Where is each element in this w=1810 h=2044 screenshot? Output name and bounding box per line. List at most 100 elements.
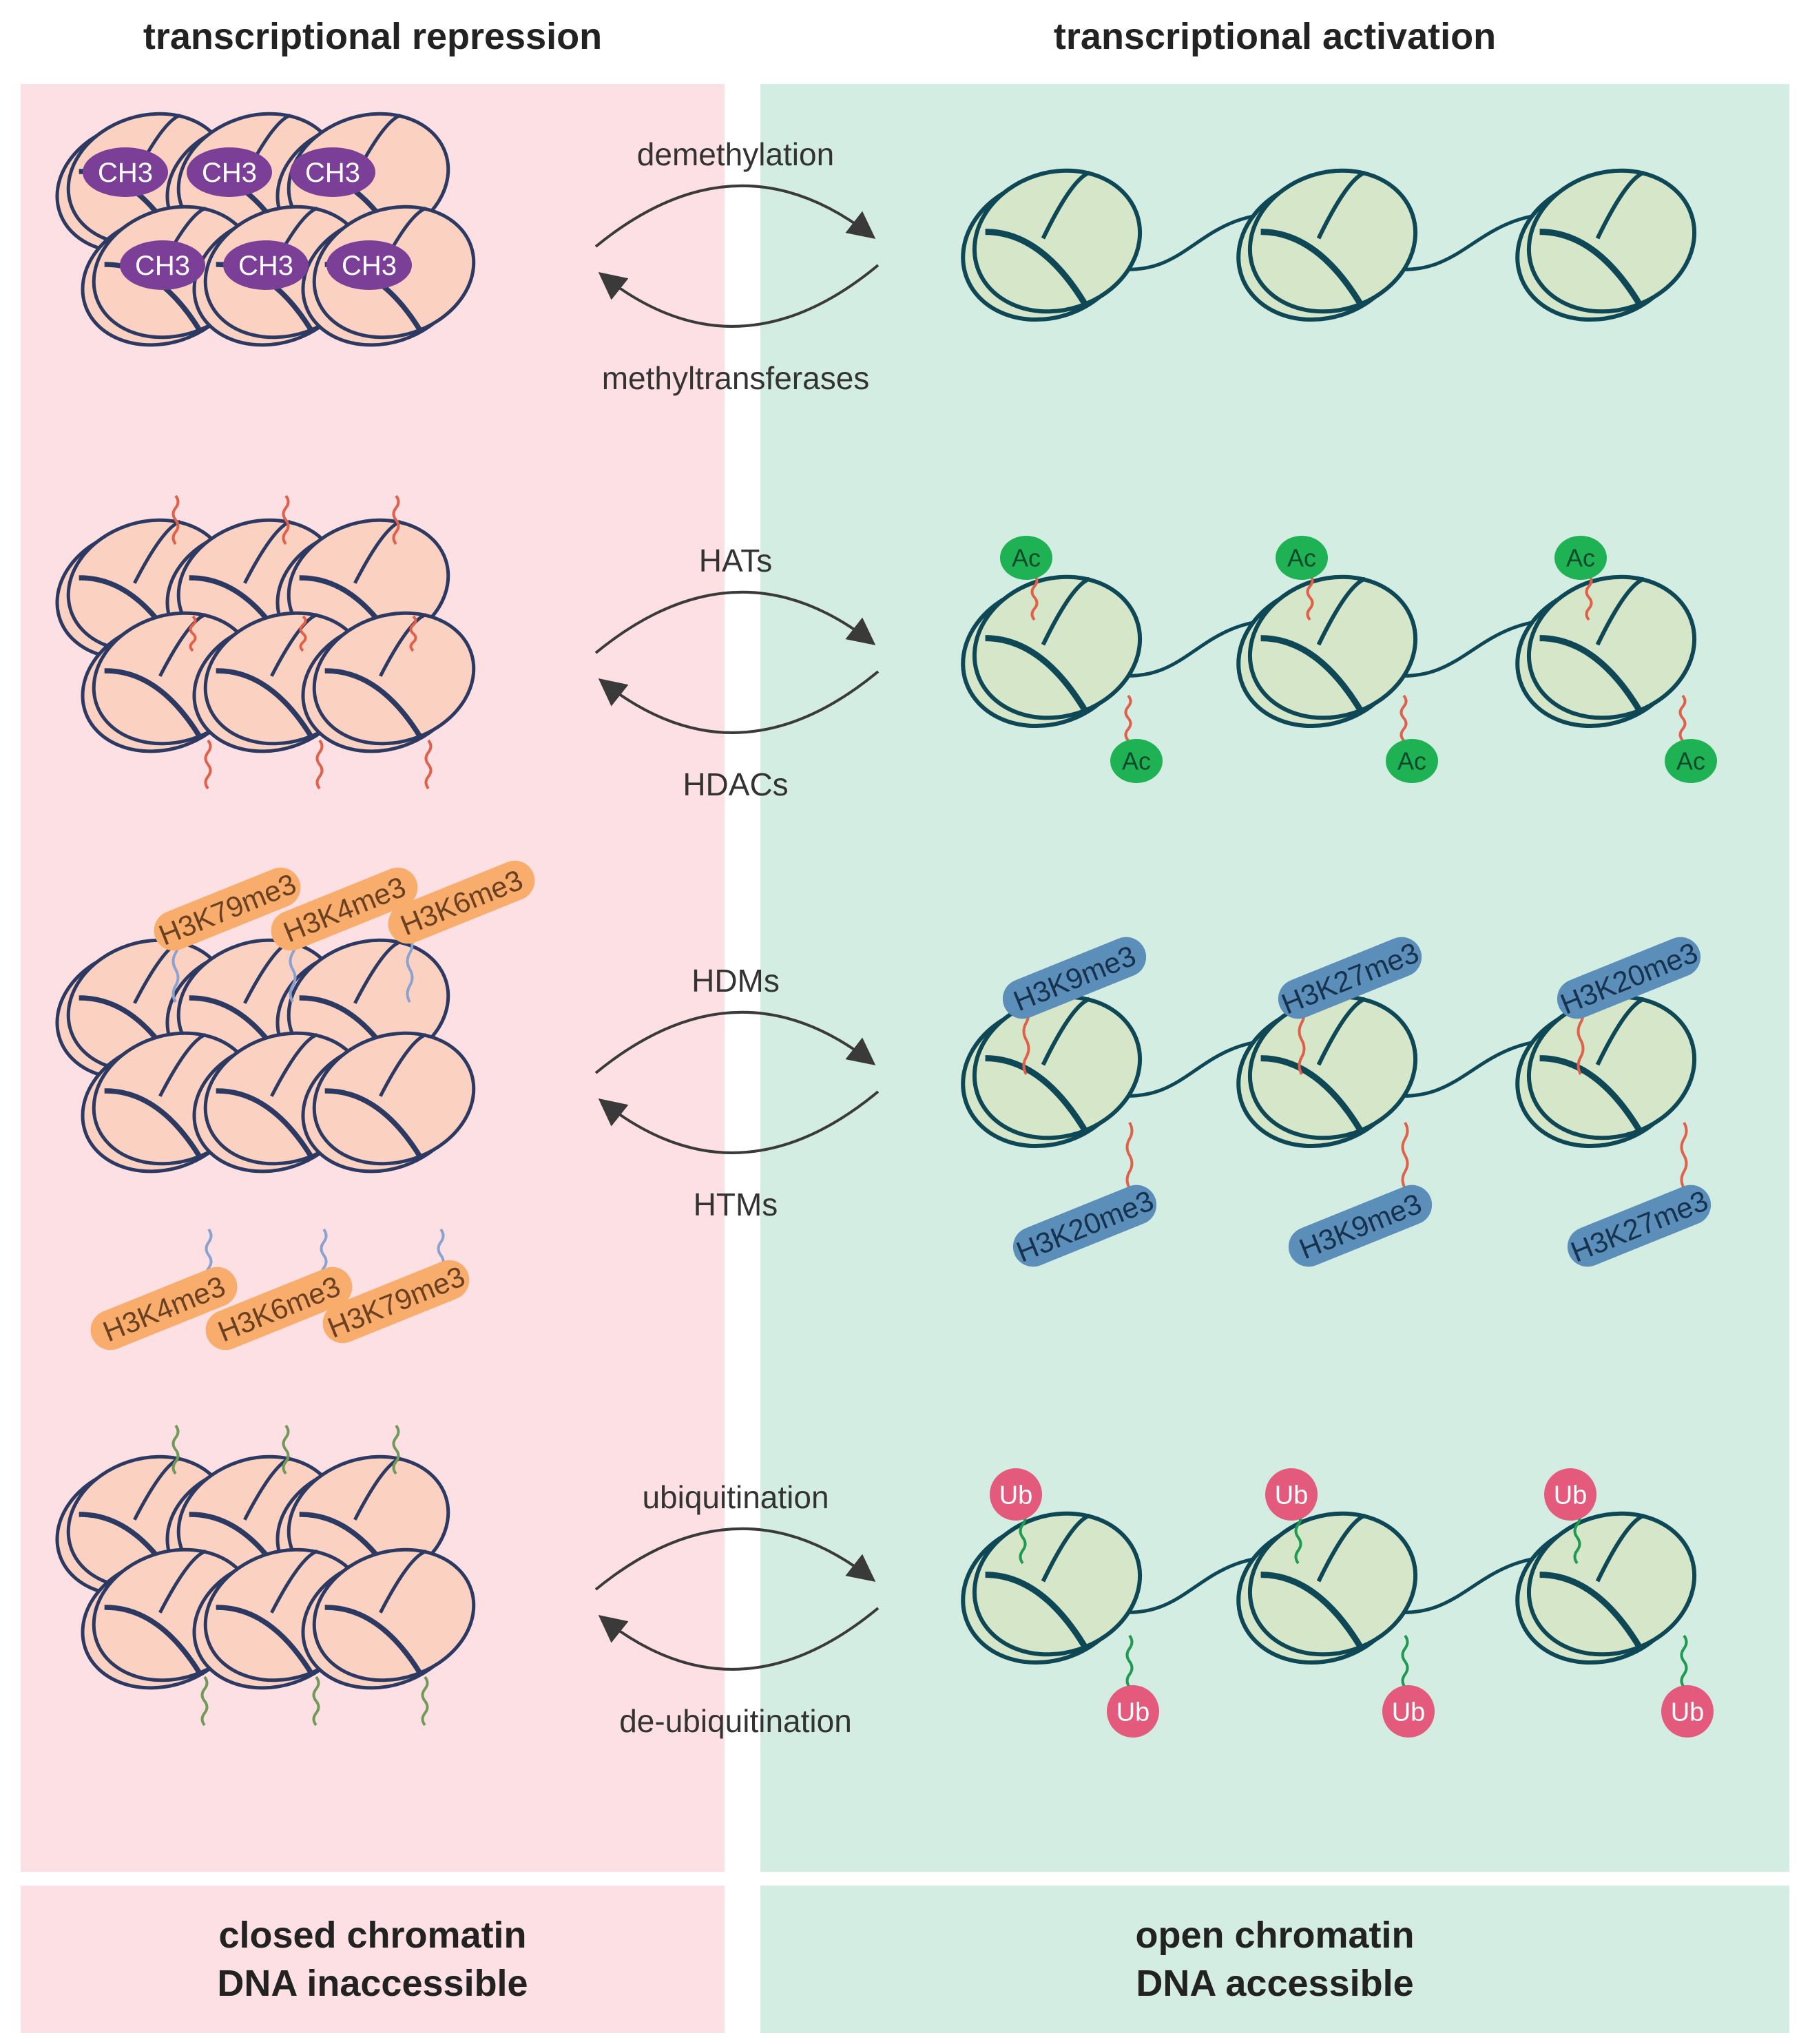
ubiquitin-mark-text: Ub: [1554, 1481, 1588, 1510]
forward-arrow: [594, 1010, 876, 1074]
reverse-arrow: [598, 1607, 880, 1671]
closed-chromatin-cluster: [55, 938, 476, 1174]
reverse-enzyme-label: HTMs: [694, 1187, 778, 1222]
ubiquitin-tail: [1680, 1634, 1688, 1689]
ch3-methyl-mark-text: CH3: [342, 251, 397, 281]
ubiquitin-mark: Ub: [1107, 1685, 1159, 1738]
ch3-methyl-mark: CH3: [120, 240, 205, 290]
ch3-methyl-mark-text: CH3: [305, 158, 360, 188]
histone-tail: [171, 494, 180, 545]
header-transcriptional-repression: transcriptional repression: [143, 16, 603, 57]
acetyl-mark-text: Ac: [1287, 544, 1316, 572]
histone-tail: [315, 739, 324, 790]
histone-tail: [409, 615, 417, 652]
closed-chromatin-label: closed chromatin: [218, 1915, 527, 1956]
ubiquitin-mark: Ub: [1661, 1685, 1714, 1738]
open-chromatin-fiber: [961, 574, 1697, 729]
ubiquitin-mark-text: Ub: [1116, 1698, 1150, 1727]
histone-tail: [1125, 1121, 1134, 1189]
histone-tail: [406, 935, 414, 1003]
open-chromatin-fiber: [961, 994, 1697, 1149]
forward-arrow: [594, 1527, 876, 1591]
reaction-arrows: demethylation methyltransferases: [594, 136, 880, 396]
reverse-arrow: [598, 670, 880, 734]
acetyl-tail: [1124, 694, 1132, 742]
closed-nucleosome: [301, 1547, 476, 1690]
ch3-methyl-mark: CH3: [83, 147, 168, 197]
acetyl-mark-text: Ac: [1012, 544, 1041, 572]
histone-tail: [392, 494, 400, 545]
closed-chromatin-caption: closed chromatin DNA inaccessible: [21, 1888, 725, 2030]
histone-tail: [312, 1676, 320, 1727]
open-nucleosome: [961, 168, 1143, 322]
histone-tail: [424, 739, 433, 790]
histone-tail: [1401, 1121, 1409, 1189]
open-chromatin-caption: open chromatin DNA accessible: [760, 1888, 1789, 2030]
acetyl-tail: [1678, 694, 1687, 742]
closed-nucleosome: [301, 611, 476, 753]
ubiquitin-tail: [1401, 1634, 1409, 1689]
acetyl-mark-text: Ac: [1122, 747, 1151, 775]
histone-tail: [392, 1424, 400, 1475]
open-nucleosome: [1515, 994, 1697, 1149]
histone-tail: [171, 1424, 180, 1475]
histone-tail: [204, 739, 212, 790]
closed-chromatin-cluster: [55, 1454, 476, 1690]
closed-chromatin-footer-panel: [21, 1886, 725, 2033]
ubiquitin-mark-text: Ub: [1671, 1698, 1705, 1727]
acetyl-mark-text: Ac: [1566, 544, 1595, 572]
open-nucleosome: [961, 574, 1143, 729]
acetyl-mark: Ac: [1554, 536, 1607, 580]
forward-enzyme-label: HATs: [699, 543, 773, 578]
dna-accessible-label: DNA accessible: [1136, 1963, 1414, 2004]
ch3-methyl-mark: CH3: [187, 147, 272, 197]
header-transcriptional-activation: transcriptional activation: [1053, 16, 1497, 57]
ubiquitin-mark-text: Ub: [1275, 1481, 1309, 1510]
ch3-methyl-mark-text: CH3: [202, 158, 257, 188]
open-nucleosome: [961, 994, 1143, 1149]
open-chromatin-fiber: [961, 168, 1697, 322]
closed-chromatin-cluster: [55, 518, 476, 753]
open-nucleosome: [1236, 574, 1418, 729]
forward-arrow: [594, 590, 876, 654]
reverse-enzyme-label: de-ubiquitination: [619, 1703, 852, 1739]
open-chromatin-footer-panel: [760, 1886, 1789, 2033]
forward-enzyme-label: HDMs: [691, 963, 780, 999]
acetyl-mark: Ac: [1276, 536, 1328, 580]
ch3-methyl-mark-text: CH3: [98, 158, 153, 188]
ch3-methyl-mark: CH3: [290, 147, 375, 197]
acetyl-mark-text: Ac: [1397, 747, 1426, 775]
histone-tail: [1680, 1121, 1688, 1189]
ubiquitin-mark: Ub: [1382, 1685, 1435, 1738]
reverse-arrow: [598, 1090, 880, 1154]
open-nucleosome: [961, 1511, 1143, 1665]
reverse-enzyme-label: methyltransferases: [602, 360, 870, 396]
ubiquitin-mark-text: Ub: [999, 1481, 1033, 1510]
dna-inaccessible-label: DNA inaccessible: [217, 1963, 528, 2004]
acetyl-mark: Ac: [1386, 739, 1438, 783]
forward-enzyme-label: demethylation: [637, 136, 834, 172]
ch3-methyl-mark: CH3: [326, 240, 412, 290]
ubiquitin-tail: [1573, 1510, 1581, 1565]
acetyl-tail: [1030, 574, 1039, 621]
ch3-methyl-mark-text: CH3: [238, 251, 293, 281]
open-chromatin-fiber: [961, 1511, 1697, 1665]
histone-tail: [421, 1676, 429, 1727]
open-nucleosome: [1515, 1511, 1697, 1665]
closed-chromatin-cluster: [55, 112, 476, 347]
forward-arrow: [594, 184, 876, 248]
ubiquitin-mark: Ub: [1265, 1468, 1318, 1521]
open-nucleosome: [1236, 1511, 1418, 1665]
acetyl-mark-text: Ac: [1676, 747, 1705, 775]
acetyl-tail: [1400, 694, 1408, 742]
histone-tail: [282, 494, 290, 545]
histone-tail: [200, 1676, 209, 1727]
ch3-methyl-mark-text: CH3: [135, 251, 190, 281]
ubiquitin-mark: Ub: [1544, 1468, 1596, 1521]
histone-tail: [282, 1424, 290, 1475]
ubiquitin-mark: Ub: [990, 1468, 1042, 1521]
